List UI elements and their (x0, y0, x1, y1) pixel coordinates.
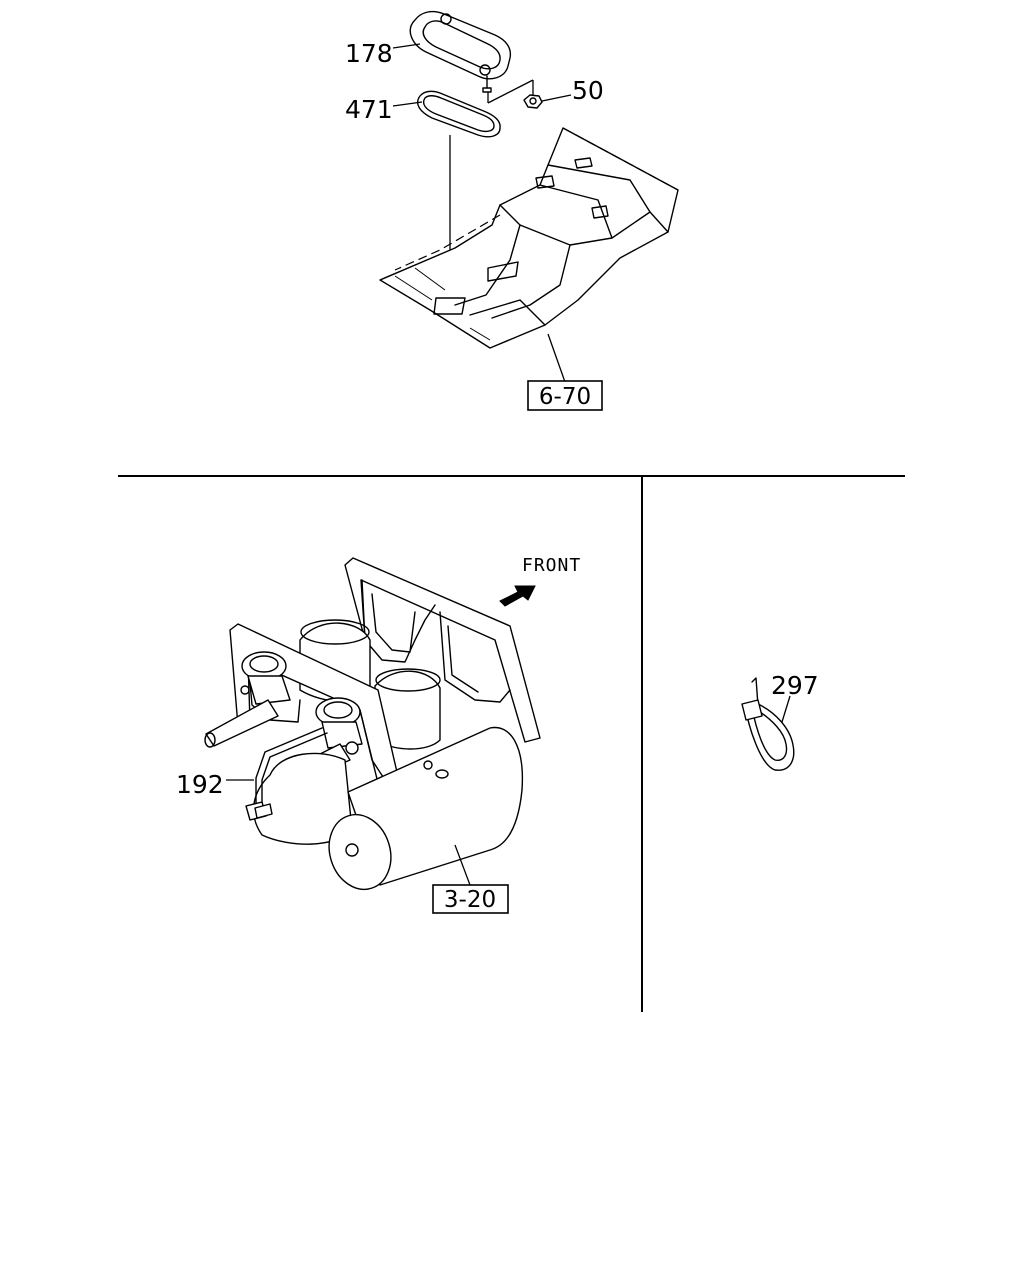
callout-471: 471 (345, 95, 393, 124)
cover-gasket (416, 90, 501, 138)
callout-50: 50 (572, 76, 604, 105)
reference-3-20-label: 3-20 (444, 887, 496, 913)
valve-left (204, 651, 291, 748)
reference-box-3-20[interactable]: 3-20 (432, 884, 509, 914)
leader-3-20 (454, 844, 471, 886)
leader-297 (781, 695, 791, 723)
front-arrow-icon (499, 585, 536, 607)
front-label: FRONT (522, 555, 581, 576)
cable-tie (741, 677, 795, 771)
leader-471 (392, 101, 423, 107)
reference-box-6-70[interactable]: 6-70 (527, 380, 603, 411)
leader-178 (392, 43, 421, 49)
air-tank-front-right (328, 726, 524, 891)
air-pipe (245, 727, 328, 821)
leader-6-70 (547, 333, 566, 383)
reference-6-70-label: 6-70 (539, 384, 591, 410)
callout-297: 297 (771, 671, 819, 700)
callout-192: 192 (176, 770, 224, 799)
callout-178: 178 (345, 39, 393, 68)
floor-panel (379, 127, 679, 349)
front-indicator: FRONT (499, 555, 581, 607)
leader-50 (541, 94, 572, 102)
hex-nut (523, 94, 543, 109)
floor-cover-plate (409, 10, 512, 93)
